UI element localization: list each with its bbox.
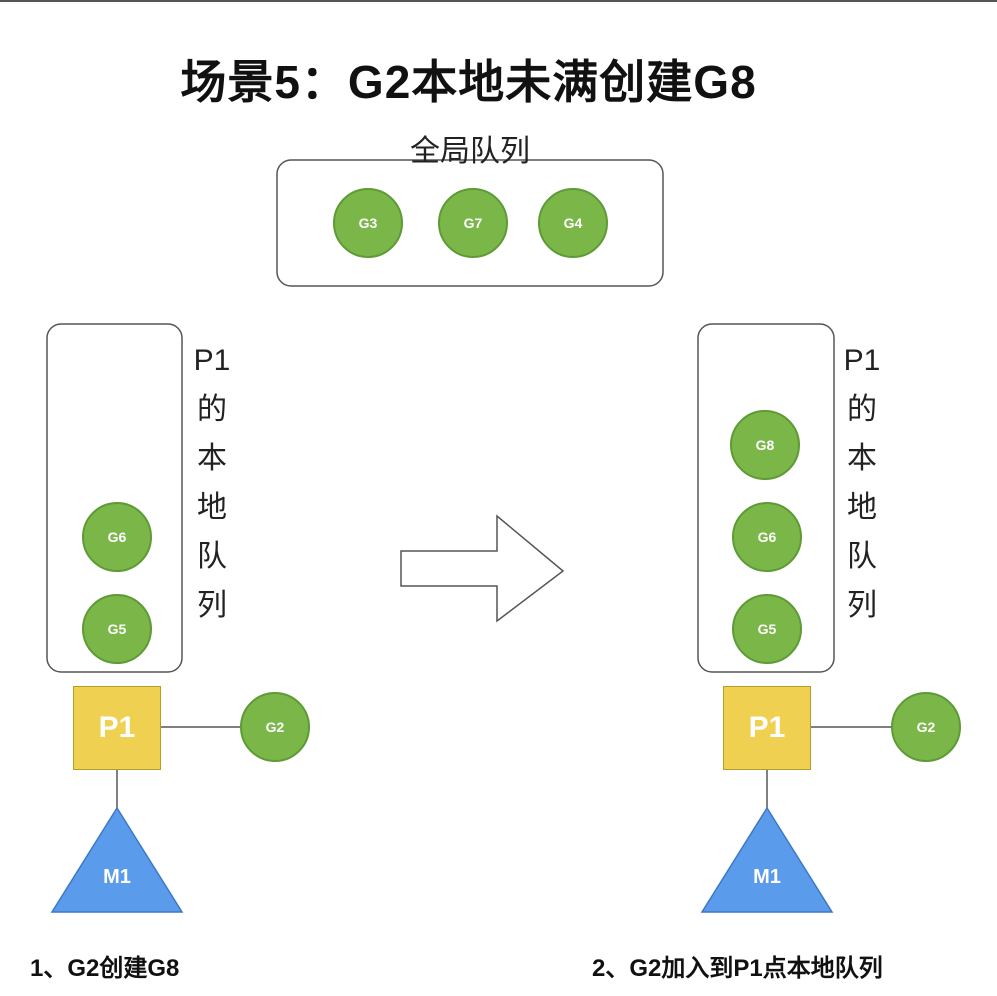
top-border <box>0 0 997 2</box>
right-caption: 2、G2加入到P1点本地队列 <box>592 955 883 982</box>
left-local-queue-label: P1 的 本 地 队 列 <box>193 344 231 622</box>
right-local-queue-goroutine: G5 <box>732 594 802 664</box>
left-local-queue-goroutine: G6 <box>82 502 152 572</box>
global-queue-goroutine: G4 <box>538 188 608 258</box>
right-local-queue-label: P1 的 本 地 队 列 <box>843 344 881 622</box>
right-local-queue-goroutine: G8 <box>730 410 800 480</box>
left-local-queue-box <box>46 323 183 673</box>
left-machine-triangle <box>50 806 184 913</box>
diagram-title: 场景5：G2本地未满创建G8 <box>180 56 757 108</box>
right-machine-triangle <box>700 806 834 913</box>
right-machine-label: M1 <box>753 866 781 888</box>
right-local-queue-box <box>697 323 835 673</box>
left-running-goroutine: G2 <box>240 692 310 762</box>
left-machine-label: M1 <box>103 866 131 888</box>
left-caption: 1、G2创建G8 <box>30 955 180 982</box>
right-running-goroutine: G2 <box>891 692 961 762</box>
global-queue-goroutine: G7 <box>438 188 508 258</box>
left-processor-box: P1 <box>73 686 161 770</box>
global-queue-goroutine: G3 <box>333 188 403 258</box>
global-queue-label: 全局队列 <box>410 135 530 168</box>
transition-arrow <box>400 514 565 623</box>
left-local-queue-goroutine: G5 <box>82 594 152 664</box>
right-processor-box: P1 <box>723 686 811 770</box>
right-local-queue-goroutine: G6 <box>732 502 802 572</box>
